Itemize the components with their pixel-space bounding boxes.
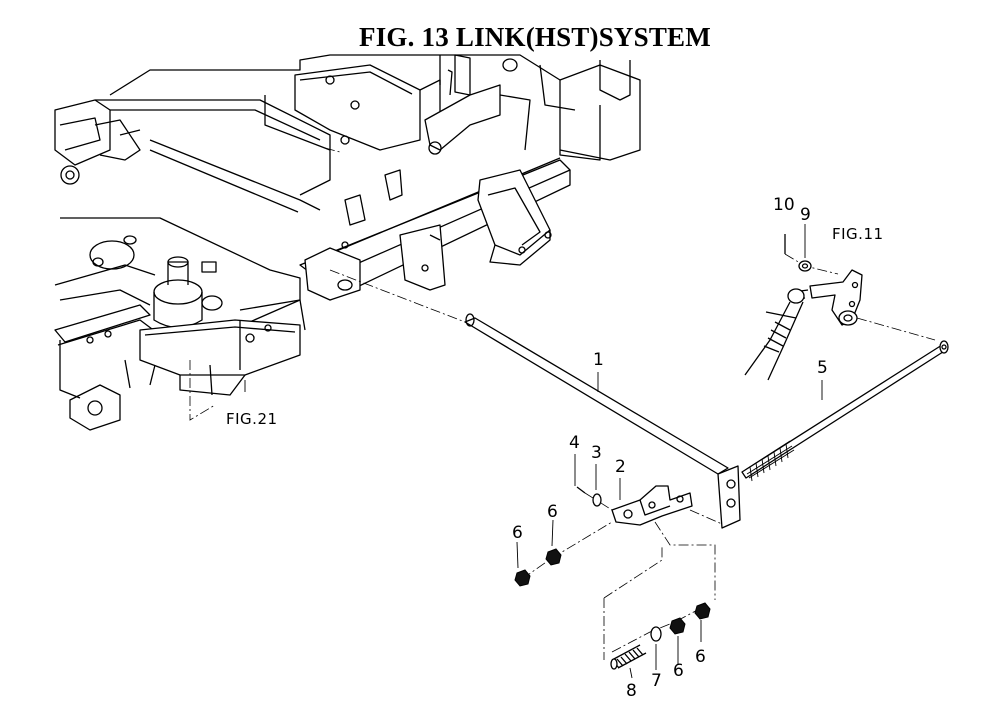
- figure-title: FIG. 13 LINK(HST)SYSTEM: [359, 22, 711, 52]
- callout-6-nut-b: 6: [547, 502, 558, 522]
- part-1-link-rod: [329, 269, 741, 529]
- callout-leaders: [244, 224, 823, 679]
- callout-5: 5: [817, 358, 828, 378]
- part-6-nut-lower-right: [694, 602, 711, 620]
- part-5-threaded-rod: [741, 340, 949, 482]
- callout-1: 1: [593, 350, 604, 370]
- spring-group-leaders: [603, 509, 723, 660]
- callout-4: 4: [569, 433, 580, 453]
- part-10-pin: [784, 234, 839, 275]
- tractor-frame: [54, 54, 641, 431]
- callout-9: 9: [800, 205, 811, 225]
- part-4-pin: [576, 486, 613, 511]
- figure-ref-fig11: FIG.11: [832, 225, 884, 243]
- part-3-washer: [592, 493, 602, 507]
- callout-7: 7: [651, 671, 662, 691]
- figure-references: FIG.11 FIG.21: [226, 225, 884, 428]
- part-6-nut-left: [514, 521, 613, 587]
- hst-control-arm: [744, 269, 936, 381]
- callout-10: 10: [773, 195, 795, 215]
- part-6-nut-lower-left: [669, 617, 686, 635]
- callout-8: 8: [626, 681, 637, 701]
- part-9-washer: [798, 260, 812, 272]
- callout-3: 3: [591, 443, 602, 463]
- figure-ref-fig21: FIG.21: [226, 410, 278, 428]
- part-6-nut-right: [545, 548, 562, 566]
- callout-6-nut-a: 6: [512, 523, 523, 543]
- part-2-bracket: [611, 485, 693, 526]
- callout-6-nut-d: 6: [695, 647, 706, 667]
- callout-6-nut-c: 6: [673, 661, 684, 681]
- callout-2: 2: [615, 457, 626, 477]
- callout-labels: 1 5 2 3 4 6 6 6 6 7 8 9 10: [512, 195, 828, 701]
- thread-section: [744, 440, 795, 482]
- part-8-spring: [610, 644, 647, 670]
- part-7-washer: [650, 626, 662, 642]
